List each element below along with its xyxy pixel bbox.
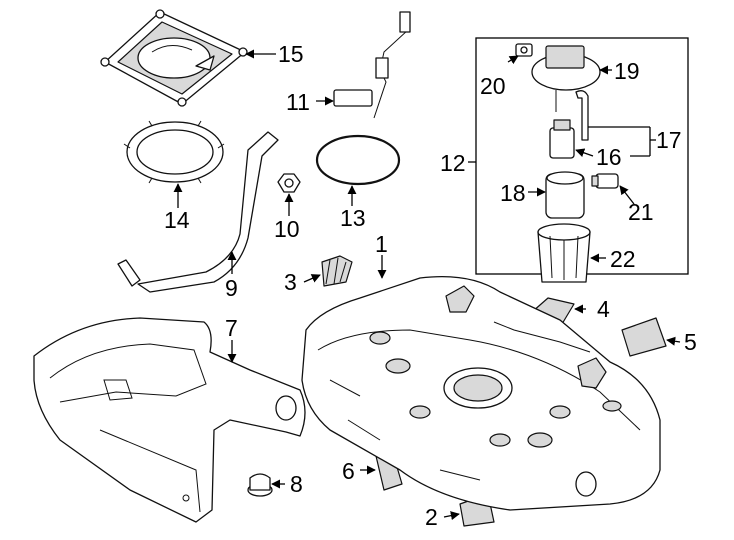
callout-11: 11 bbox=[286, 89, 310, 115]
callout-21: 21 bbox=[628, 199, 654, 225]
callout-10: 10 bbox=[274, 216, 300, 242]
fuel-level-sender-part[interactable] bbox=[333, 11, 411, 119]
insulator-pad-part[interactable] bbox=[621, 317, 667, 357]
callout-12: 12 bbox=[440, 150, 466, 176]
callout-4: 4 bbox=[597, 296, 610, 322]
fuel-tube-part[interactable] bbox=[575, 90, 589, 141]
nut-part[interactable] bbox=[277, 173, 301, 193]
callout-6: 6 bbox=[342, 458, 355, 484]
seal-ring-part[interactable] bbox=[315, 134, 401, 186]
fuel-filter-part[interactable] bbox=[545, 171, 585, 219]
grommet-part[interactable] bbox=[247, 473, 273, 497]
callout-20: 20 bbox=[480, 73, 506, 99]
pump-flange-part[interactable] bbox=[531, 45, 601, 112]
fuel-pump-part[interactable] bbox=[549, 119, 575, 159]
heat-shield-part[interactable] bbox=[33, 317, 306, 523]
fuel-tank-part[interactable] bbox=[301, 275, 661, 511]
callout-8: 8 bbox=[290, 471, 303, 497]
leader-lines bbox=[173, 49, 681, 521]
fuel-reservoir-part[interactable] bbox=[537, 223, 591, 283]
callout-17: 17 bbox=[656, 127, 682, 153]
callout-3: 3 bbox=[284, 269, 297, 295]
callout-22: 22 bbox=[610, 246, 636, 272]
callout-7: 7 bbox=[225, 315, 238, 341]
lock-ring-part[interactable] bbox=[123, 120, 225, 184]
callout-19: 19 bbox=[614, 58, 640, 84]
foam-pad-part[interactable] bbox=[321, 255, 353, 287]
callout-13: 13 bbox=[340, 205, 366, 231]
callout-15: 15 bbox=[278, 41, 304, 67]
pressure-regulator-part[interactable] bbox=[591, 173, 619, 189]
callout-14: 14 bbox=[164, 207, 190, 233]
tank-strap-part[interactable] bbox=[117, 131, 279, 293]
callout-2: 2 bbox=[425, 504, 438, 530]
callout-5: 5 bbox=[684, 329, 697, 355]
callout-18: 18 bbox=[500, 180, 526, 206]
callout-labels: 15 11 14 10 13 9 1 3 4 5 7 6 8 2 12 20 1… bbox=[164, 41, 697, 530]
callout-9: 9 bbox=[225, 275, 238, 301]
access-cover-plate-part[interactable] bbox=[100, 9, 248, 107]
connector-fitting-part[interactable] bbox=[515, 43, 533, 57]
callout-1: 1 bbox=[375, 231, 388, 257]
callout-16: 16 bbox=[596, 144, 622, 170]
